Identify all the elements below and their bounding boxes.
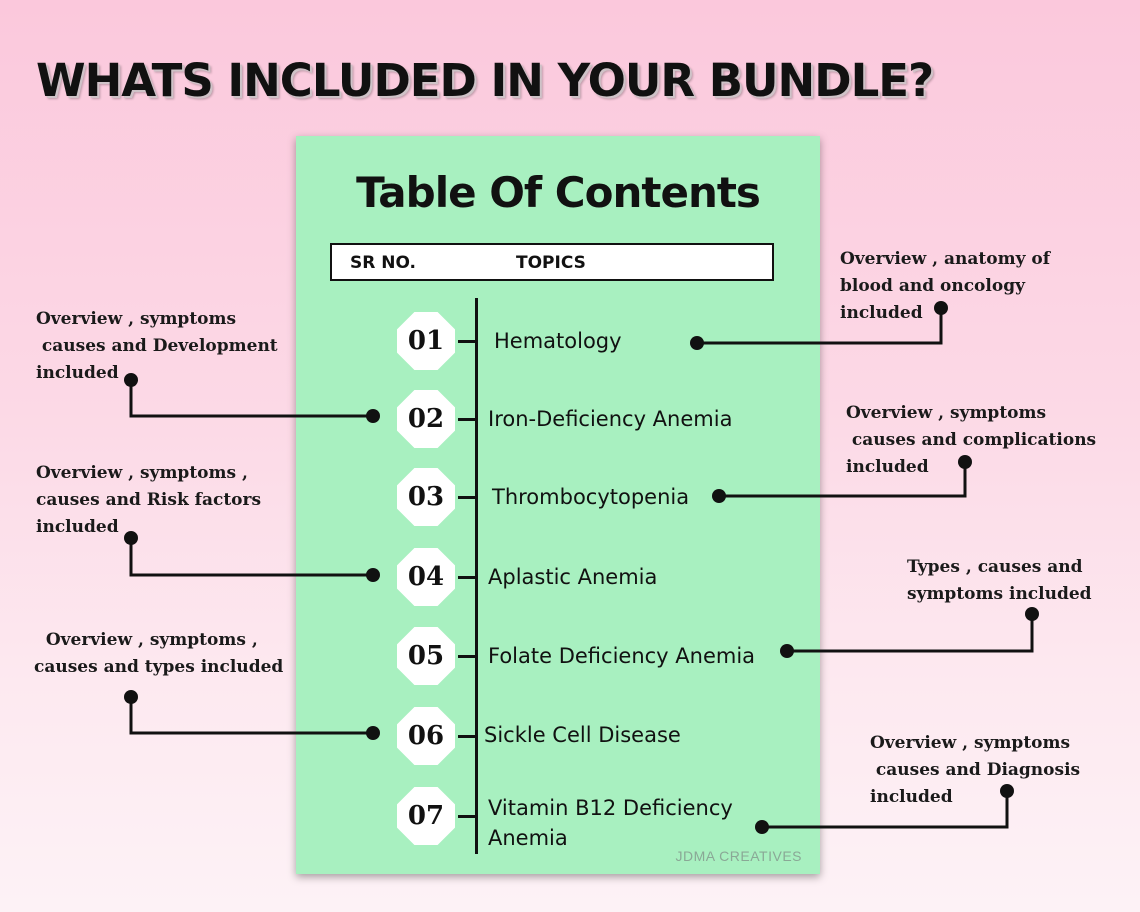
topic-hematology: Hematology xyxy=(494,329,622,353)
item-tick-02 xyxy=(458,418,475,421)
connector-dot xyxy=(958,455,972,469)
item-tick-03 xyxy=(458,496,475,499)
topic-folate-deficiency-anemia: Folate Deficiency Anemia xyxy=(488,644,756,668)
note-sickle-cell-disease: Overview , symptoms , causes and types i… xyxy=(34,630,284,677)
item-tick-07 xyxy=(458,815,475,818)
note-vitamin-b12-deficiency-anemia: Overview , symptoms causes and Diagnosis… xyxy=(870,733,1081,807)
item-number-02: 02 xyxy=(397,390,455,448)
topic-sickle-cell-disease: Sickle Cell Disease xyxy=(484,723,681,747)
item-number-04: 04 xyxy=(397,548,455,606)
topic-thrombocytopenia: Thrombocytopenia xyxy=(492,485,690,509)
connector-dot xyxy=(124,690,138,704)
table-header-row: SR NO. TOPICS xyxy=(330,243,774,281)
connector-05 xyxy=(787,614,1034,653)
note-folate-deficiency-anemia: Types , causes and symptoms included xyxy=(907,557,1092,604)
item-tick-04 xyxy=(458,576,475,579)
item-number-05: 05 xyxy=(397,627,455,685)
topic-aplastic-anemia: Aplastic Anemia xyxy=(488,565,658,589)
connector-dot xyxy=(690,336,704,350)
connector-dot xyxy=(124,531,138,545)
connector-03 xyxy=(719,462,967,498)
connector-dot xyxy=(366,568,380,582)
connector-dot xyxy=(1000,784,1014,798)
item-number-07: 07 xyxy=(397,787,455,845)
page-headline: WHATS INCLUDED IN YOUR BUNDLE? xyxy=(36,54,934,107)
note-aplastic-anemia: Overview , symptoms , causes and Risk fa… xyxy=(36,463,262,537)
item-number-01: 01 xyxy=(397,312,455,370)
column-header-srno: SR NO. xyxy=(350,253,417,273)
connector-dot xyxy=(755,820,769,834)
topic-iron-deficiency-anemia: Iron-Deficiency Anemia xyxy=(488,407,733,431)
connector-dot xyxy=(1025,607,1039,621)
note-iron-deficiency-anemia: Overview , symptoms causes and Developme… xyxy=(36,309,278,383)
connector-01 xyxy=(697,308,943,345)
item-tick-01 xyxy=(458,340,475,343)
connector-06 xyxy=(129,697,373,735)
topic-vitamin-b12-deficiency-anemia: Vitamin B12 Deficiency Anemia xyxy=(488,796,733,850)
timeline-divider xyxy=(475,298,478,854)
connector-dot xyxy=(366,726,380,740)
watermark: JDMA CREATIVES xyxy=(675,848,802,864)
connector-02 xyxy=(129,380,373,418)
item-tick-06 xyxy=(458,735,475,738)
connector-dot xyxy=(934,301,948,315)
item-number-03: 03 xyxy=(397,468,455,526)
note-hematology: Overview , anatomy of blood and oncology… xyxy=(840,249,1051,323)
connector-dot xyxy=(780,644,794,658)
connector-dot xyxy=(366,409,380,423)
connector-04 xyxy=(129,538,373,577)
connector-dot xyxy=(712,489,726,503)
item-tick-05 xyxy=(458,655,475,658)
connector-dot xyxy=(124,373,138,387)
card-title: Table Of Contents xyxy=(356,168,761,217)
connector-07 xyxy=(762,791,1009,829)
table-of-contents-card: Table Of Contents SR NO. TOPICS 01 Hemat… xyxy=(296,136,820,874)
item-number-06: 06 xyxy=(397,707,455,765)
column-header-topics: TOPICS xyxy=(516,253,586,273)
note-thrombocytopenia: Overview , symptoms causes and complicat… xyxy=(846,403,1097,477)
